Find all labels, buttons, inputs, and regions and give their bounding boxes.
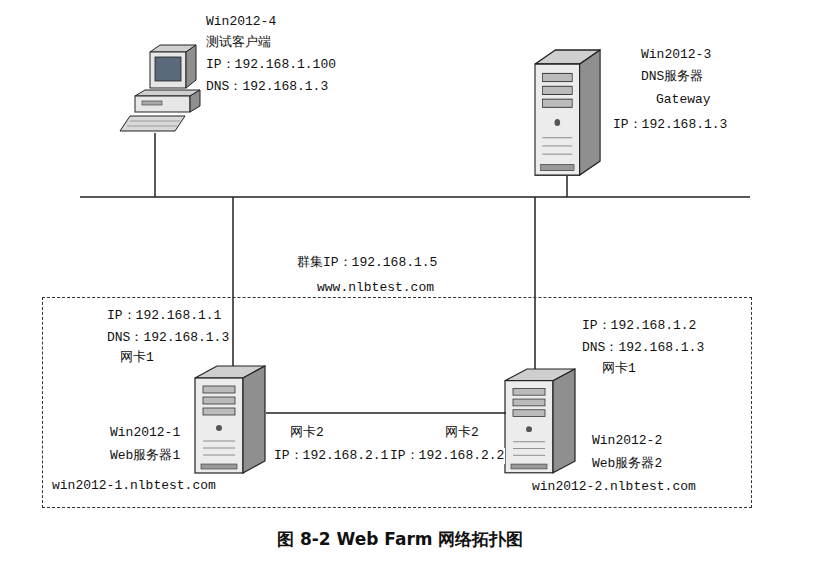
node-label: 网卡2 — [444, 425, 480, 441]
node-label: IP：192.168.1.3 — [612, 117, 728, 133]
web-server-node: IP：192.168.1.1DNS：192.168.1.3网卡1Win2012-… — [196, 367, 266, 474]
node-label: win2012-1.nlbtest.com — [51, 478, 217, 494]
web-server-icon — [195, 366, 265, 473]
node-label: DNS：192.168.1.3 — [106, 330, 230, 346]
node-label: Win2012-4 — [205, 14, 277, 30]
node-label: Win2012-2 — [591, 433, 663, 449]
node-label: Win2012-1 — [109, 425, 181, 441]
client-computer-icon — [120, 45, 200, 131]
node-label: Web服务器1 — [109, 448, 181, 464]
node-label: DNS：192.168.1.3 — [581, 340, 705, 356]
dns-server-icon — [535, 50, 600, 175]
node-label: DNS：192.168.1.3 — [205, 79, 329, 95]
web-server-node: IP：192.168.1.2DNS：192.168.1.3网卡1Win2012-… — [506, 370, 576, 474]
node-label: Web服务器2 — [591, 456, 663, 472]
node-label: IP：192.168.1.100 — [205, 57, 337, 73]
cluster-region: IP：192.168.1.1DNS：192.168.1.3 网卡1Win2012-… — [42, 297, 752, 508]
dns-server-node: Win2012-3DNS服务器GatewayIP：192.168.1.3 — [535, 50, 601, 176]
figure-caption: 图 8-2 Web Farm 网络拓扑图 — [277, 528, 523, 550]
node-label: Gateway — [655, 92, 712, 108]
node-label: IP：192.168.1.2 — [581, 318, 697, 334]
node-label: 网卡1 — [119, 350, 155, 366]
node-label: IP：192.168.2.2 — [389, 448, 505, 464]
network-link — [266, 412, 506, 414]
node-label: DNS服务器 — [640, 69, 704, 85]
node-label: www.nlbtest.com — [316, 280, 435, 296]
node-label: IP：192.168.1.1 — [106, 308, 222, 324]
node-label: 网卡2 — [289, 425, 325, 441]
node-label: IP：192.168.2.1 — [273, 448, 389, 464]
node-label: 群集IP：192.168.1.5 — [296, 255, 438, 271]
web-server-icon — [505, 369, 575, 473]
node-label: 测试客户端 — [205, 35, 272, 51]
node-label: 网卡1 — [601, 361, 637, 377]
node-label: win2012-2.nlbtest.com — [531, 479, 697, 495]
client-node: Win2012-4测试客户端IP：192.168.1.100DNS：192.16… — [120, 44, 202, 134]
node-label: Win2012-3 — [640, 47, 712, 63]
